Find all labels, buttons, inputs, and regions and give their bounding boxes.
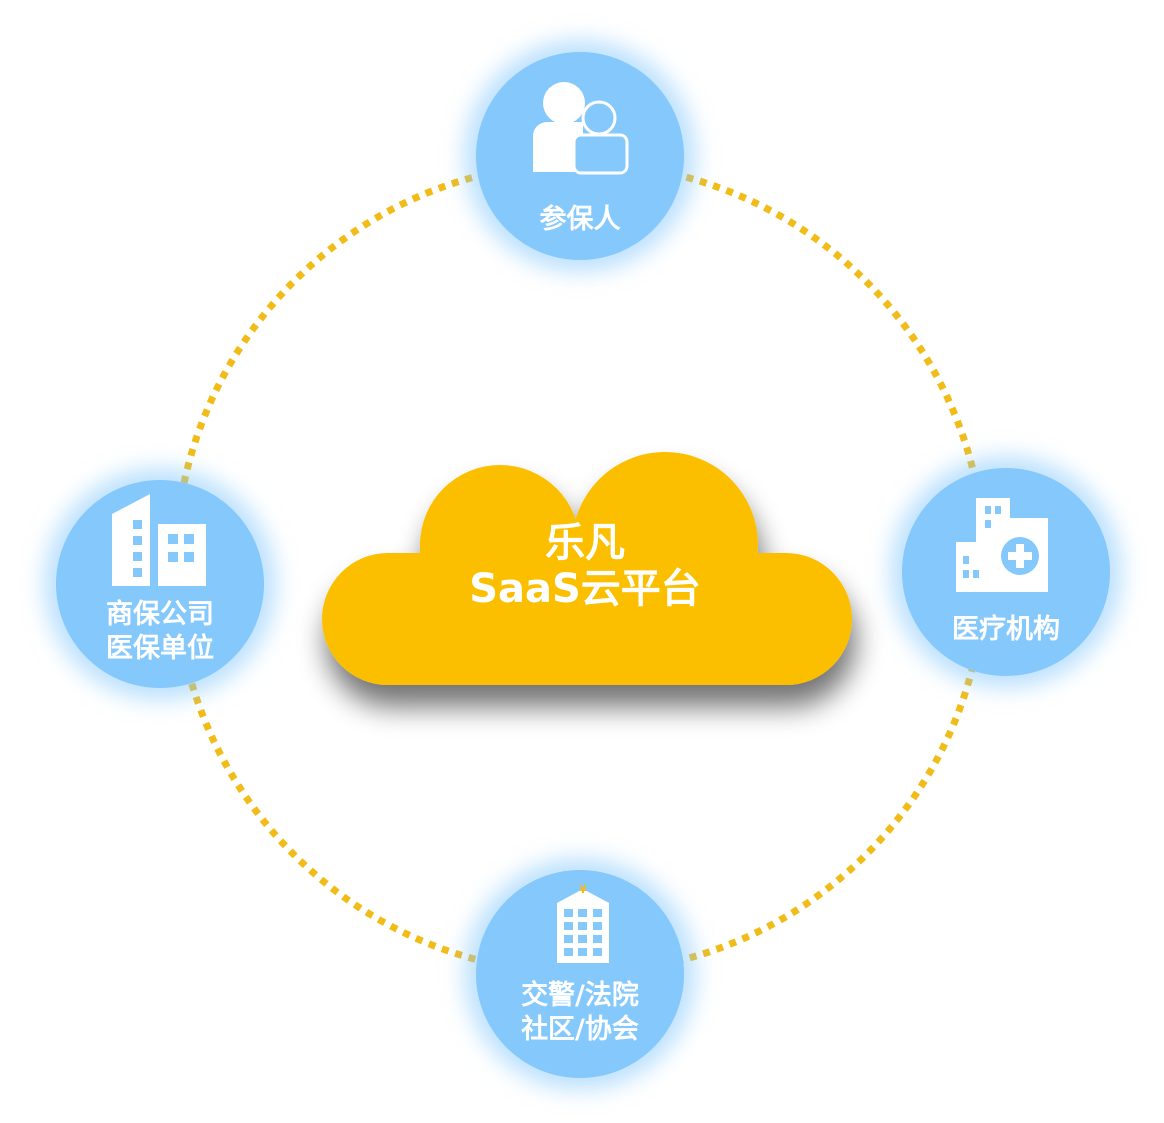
platform-title-line1: 乐凡 xyxy=(545,520,625,566)
office-buildings-icon xyxy=(112,494,206,586)
node-bottom-line1: 交警/法院 xyxy=(521,980,639,1011)
node-medical-institution-label: 医疗机构 xyxy=(952,614,1060,645)
platform-title: 乐凡 SaaS云平台 xyxy=(430,520,740,612)
svg-text:¥: ¥ xyxy=(579,883,587,896)
users-icon xyxy=(533,82,629,175)
node-insurer-healthcare-agency-label: 商保公司 医保单位 xyxy=(60,598,260,666)
node-police-court-community-label: 交警/法院 社区/协会 xyxy=(480,979,680,1047)
node-left-line2: 医保单位 xyxy=(106,633,214,664)
node-bottom-line2: 社区/协会 xyxy=(521,1014,639,1045)
bank-building-icon: ¥ xyxy=(557,883,609,963)
node-insured-person-label: 参保人 xyxy=(539,204,621,235)
platform-title-line2: SaaS云平台 xyxy=(469,566,701,612)
node-left-line1: 商保公司 xyxy=(106,599,214,630)
hospital-icon xyxy=(956,498,1048,592)
